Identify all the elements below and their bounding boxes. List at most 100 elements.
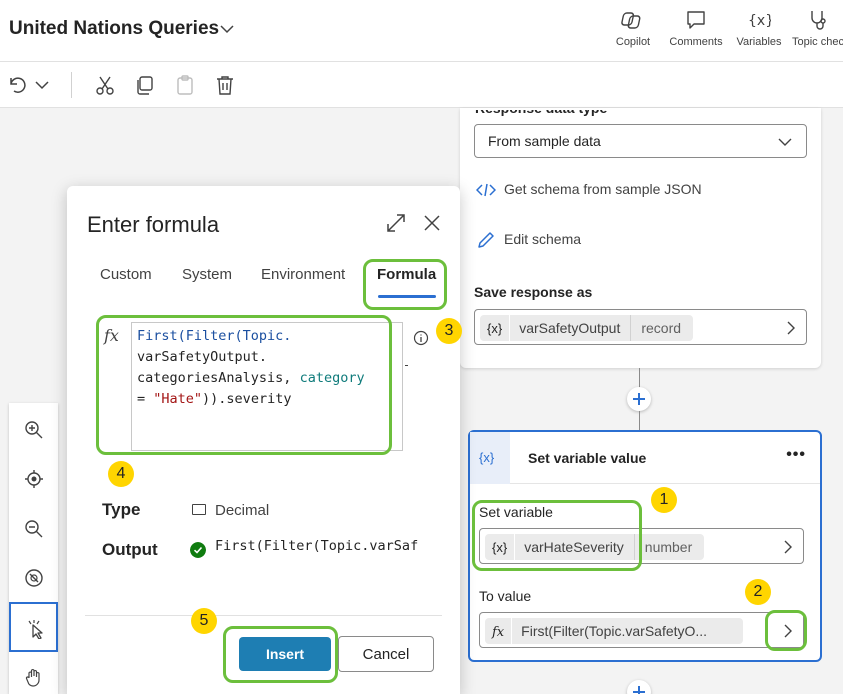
zoom-in-button[interactable]	[9, 405, 58, 455]
formula-token: First(Filter(Topic.	[137, 328, 292, 344]
step-badge-4: 4	[108, 461, 134, 487]
response-data-type-label: Response data type	[475, 100, 608, 116]
highlight-formula-tab	[363, 259, 447, 310]
response-data-type-dropdown[interactable]: From sample data	[474, 124, 807, 158]
info-icon[interactable]	[413, 330, 429, 346]
output-value: First(Filter(Topic.varSaf	[215, 538, 419, 554]
copilot-button[interactable]: Copilot	[603, 8, 663, 54]
close-icon[interactable]	[422, 213, 442, 233]
highlight-set-variable	[472, 500, 642, 571]
dialog-divider	[85, 615, 442, 616]
variables-label: Variables	[736, 36, 782, 48]
variable-type: record	[630, 315, 693, 341]
minimap-icon	[25, 569, 43, 587]
variable-icon-text: {x}	[479, 450, 495, 465]
edit-schema-label: Edit schema	[504, 231, 582, 247]
variable-name: varHateSeverity	[514, 534, 634, 560]
more-options-icon[interactable]: •••	[786, 446, 806, 463]
chevron-right-icon[interactable]	[786, 321, 796, 335]
plus-icon	[633, 686, 645, 694]
paste-icon[interactable]	[174, 74, 196, 96]
step-badge-3: 3	[436, 318, 462, 344]
cut-icon[interactable]	[94, 74, 116, 96]
expand-icon[interactable]	[385, 212, 407, 234]
topic-title[interactable]: United Nations Queries	[9, 18, 220, 39]
plus-icon	[633, 393, 645, 405]
recenter-button[interactable]	[9, 454, 58, 504]
fx-icon: fx	[492, 625, 505, 640]
flow-connector	[639, 411, 640, 430]
copy-icon[interactable]	[134, 74, 156, 96]
dropdown-value: From sample data	[488, 133, 601, 149]
editor-gutter-mark	[405, 365, 408, 366]
variable-icon: {x}	[470, 432, 510, 484]
delete-icon[interactable]	[214, 74, 236, 96]
save-response-label: Save response as	[474, 284, 593, 300]
comments-button[interactable]: Comments	[666, 8, 726, 54]
formula-line: categoriesAnalysis, category	[137, 368, 365, 389]
formula-dialog: Enter formula Custom System Environment …	[67, 186, 460, 694]
to-value-label: To value	[479, 588, 532, 604]
tab-formula[interactable]: Formula	[377, 266, 437, 283]
type-label: Type	[102, 500, 141, 519]
variables-button[interactable]: {x} Variables	[729, 8, 789, 54]
variable-name: varSafetyOutput	[509, 315, 630, 341]
formula-text[interactable]: First(Filter(Topic. varSafetyOutput. categ…	[137, 326, 365, 410]
zoom-in-icon	[25, 421, 43, 439]
topic-checker-button[interactable]: Topic chec	[788, 8, 843, 54]
set-variable-label: Set variable	[479, 504, 553, 520]
chevron-right-icon[interactable]	[783, 540, 793, 554]
formula-pill: fx First(Filter(Topic.varSafetyO...	[485, 618, 743, 644]
tab-custom[interactable]: Custom	[100, 266, 152, 283]
to-value-field[interactable]: fx First(Filter(Topic.varSafetyO...	[479, 612, 804, 648]
chevron-down-icon[interactable]	[218, 20, 236, 38]
formula-token: "Hate"	[153, 391, 203, 407]
formula-preview: First(Filter(Topic.varSafetyO...	[511, 618, 717, 644]
zoom-out-button[interactable]	[9, 504, 58, 554]
pan-icon	[25, 668, 40, 687]
add-node-button[interactable]	[627, 680, 651, 694]
formula-editor[interactable]	[131, 322, 403, 451]
variable-prefix-icon: {x}	[492, 540, 508, 555]
zoom-out-icon	[25, 520, 43, 538]
svg-text:{x}: {x}	[748, 13, 771, 29]
step-badge-1: 1	[651, 487, 677, 513]
decimal-type-icon	[192, 504, 206, 515]
tab-environment[interactable]: Environment	[261, 266, 346, 283]
step-badge-5: 5	[191, 608, 217, 634]
copilot-icon	[621, 12, 641, 29]
highlight-formula-editor	[96, 315, 392, 455]
formula-token: category	[299, 370, 365, 386]
stethoscope-icon	[811, 11, 826, 30]
edit-schema-link[interactable]: Edit schema	[476, 231, 581, 249]
active-tab-indicator	[378, 295, 436, 298]
add-node-button[interactable]	[627, 387, 651, 411]
get-schema-link[interactable]: Get schema from sample JSON	[475, 181, 702, 198]
undo-icon[interactable]	[6, 74, 28, 96]
minimap-button[interactable]	[9, 553, 58, 603]
editor-toolbar	[0, 62, 843, 108]
chevron-down-icon[interactable]	[31, 74, 53, 96]
select-mode-button[interactable]	[9, 602, 58, 652]
set-variable-header: {x} Set variable value •••	[470, 432, 820, 484]
chevron-right-icon[interactable]	[783, 624, 793, 638]
formula-token: varSafetyOutput.	[137, 349, 268, 365]
chevron-down-icon	[778, 138, 792, 146]
cancel-button[interactable]: Cancel	[338, 636, 434, 672]
topic-checker-label: Topic chec	[792, 36, 843, 48]
copilot-label: Copilot	[615, 36, 651, 48]
tab-system[interactable]: System	[182, 266, 233, 283]
pan-mode-button[interactable]	[9, 652, 58, 694]
flow-connector	[639, 368, 640, 388]
insert-button[interactable]: Insert	[239, 637, 331, 671]
get-schema-label: Get schema from sample JSON	[504, 181, 702, 197]
variables-icon: {x}	[748, 13, 771, 29]
formula-line: = "Hate")).severity	[137, 389, 365, 410]
toolbar-divider	[71, 72, 72, 98]
pencil-icon	[478, 232, 494, 249]
code-icon	[475, 184, 497, 197]
formula-token: )).severity	[202, 391, 292, 407]
